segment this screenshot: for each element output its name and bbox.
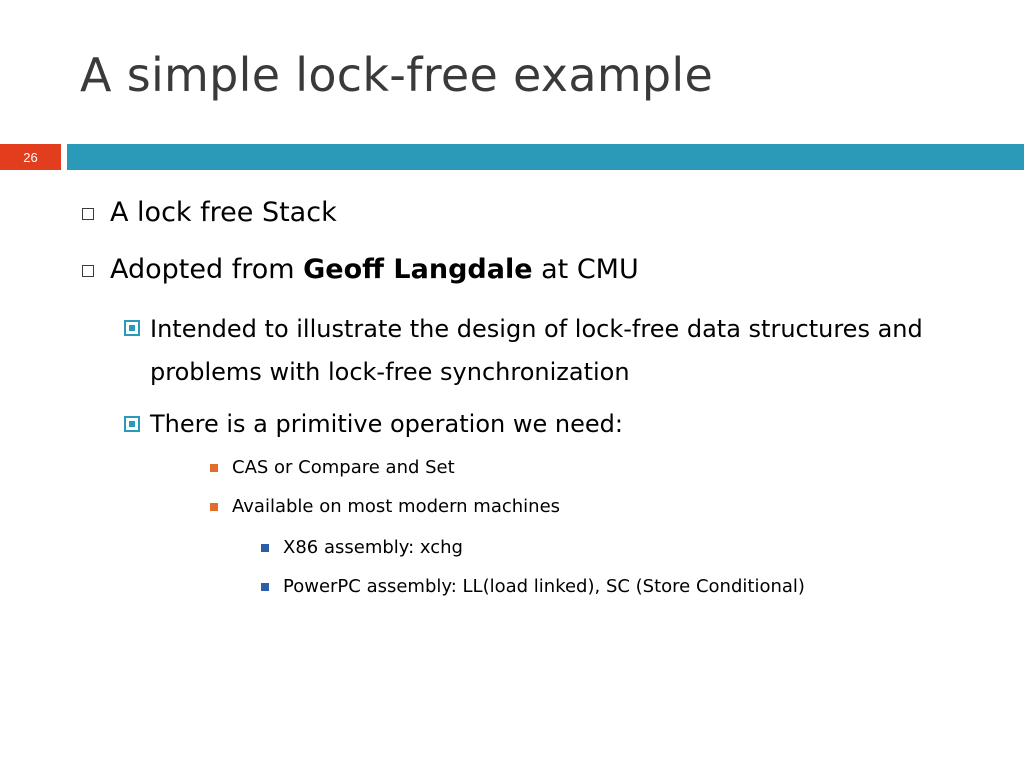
slide-title: A simple lock-free example — [80, 48, 714, 102]
bullet-text: CAS or Compare and Set — [232, 457, 455, 478]
boxed-square-bullet-icon — [124, 416, 140, 432]
hollow-square-bullet-icon — [82, 208, 94, 220]
bullet-text: PowerPC assembly: LL(load linked), SC (S… — [283, 576, 805, 597]
bullet-powerpc: PowerPC assembly: LL(load linked), SC (S… — [261, 574, 805, 600]
bullet-cas: CAS or Compare and Set — [210, 455, 455, 481]
title-accent-bar — [67, 144, 1024, 170]
bullet-text: X86 assembly: xchg — [283, 537, 463, 558]
bullet-text-suffix: at CMU — [532, 254, 639, 285]
bullet-lock-free-stack: A lock free Stack — [82, 194, 337, 232]
blue-square-bullet-icon — [261, 544, 269, 552]
bullet-available: Available on most modern machines — [210, 494, 560, 520]
bullet-adopted-from: Adopted from Geoff Langdale at CMU — [82, 251, 639, 289]
orange-square-bullet-icon — [210, 464, 218, 472]
boxed-square-bullet-icon — [124, 320, 140, 336]
bullet-text: Adopted from Geoff Langdale at CMU — [110, 251, 639, 289]
slide-number-badge: 26 — [0, 144, 61, 170]
bullet-text: Available on most modern machines — [232, 496, 561, 517]
bullet-x86: X86 assembly: xchg — [261, 535, 463, 561]
bullet-primitive-operation: There is a primitive operation we need: — [124, 404, 623, 444]
slide-number: 26 — [23, 149, 38, 165]
orange-square-bullet-icon — [210, 503, 218, 511]
bullet-text: Intended to illustrate the design of loc… — [150, 315, 923, 386]
bullet-intended-to-illustrate: Intended to illustrate the design of loc… — [124, 308, 950, 394]
author-name: Geoff Langdale — [303, 254, 533, 285]
hollow-square-bullet-icon — [82, 265, 94, 277]
bullet-text-prefix: Adopted from — [110, 254, 304, 285]
blue-square-bullet-icon — [261, 583, 269, 591]
bullet-text: A lock free Stack — [110, 197, 337, 228]
bullet-text: There is a primitive operation we need: — [150, 410, 623, 438]
